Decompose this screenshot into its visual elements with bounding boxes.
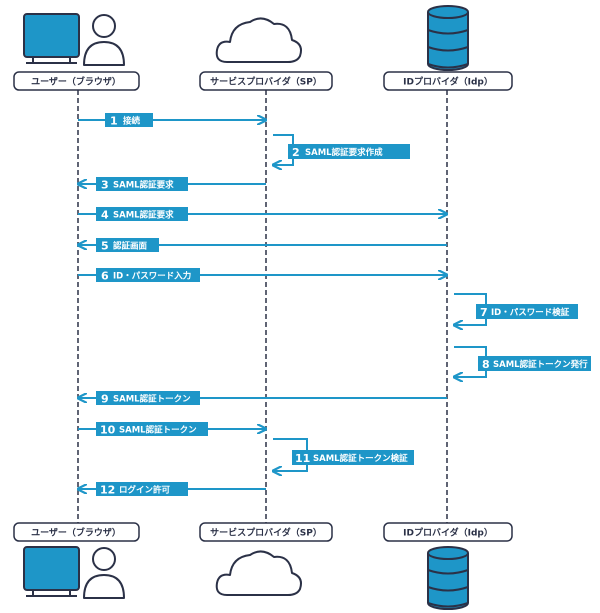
message-6: 6 ID・パスワード入力 [78, 268, 447, 283]
actor-box-user-bottom: ユーザー（ブラウザ） [13, 522, 140, 542]
database-icon-bottom [427, 546, 469, 610]
actor-label-user-bottom: ユーザー（ブラウザ） [31, 527, 121, 539]
message-number: 9 [101, 393, 109, 406]
message-label-box [96, 177, 188, 191]
user-with-monitor-icon [23, 13, 125, 66]
message-number: 10 [100, 424, 116, 437]
person-icon-bottom [83, 547, 125, 599]
message-label: SAML認証トークン検証 [313, 453, 408, 464]
message-2: 2 SAML認証要求作成 [273, 134, 410, 165]
message-number: 5 [101, 240, 109, 253]
person-icon [83, 14, 125, 66]
message-label-box [288, 144, 410, 159]
actor-label-user: ユーザー（ブラウザ） [31, 76, 121, 88]
actor-box-idp-bottom: IDプロバイダ（Idp） [383, 522, 513, 542]
message-5: 5 認証画面 [78, 238, 447, 253]
actor-box-sp-top: サービスプロバイダ（SP） [199, 71, 333, 91]
message-label: 認証画面 [113, 241, 148, 252]
database-icon [427, 5, 469, 71]
message-number: 8 [482, 358, 490, 371]
actor-box-sp-bottom: サービスプロバイダ（SP） [199, 522, 333, 542]
message-label-box [292, 450, 414, 465]
monitor-icon [23, 13, 80, 64]
actor-box-user-top: ユーザー（ブラウザ） [13, 71, 140, 91]
message-label: SAML認証トークン [119, 425, 197, 436]
message-label: ID・パスワード入力 [113, 271, 191, 282]
message-label-box [96, 482, 188, 496]
message-label-box [96, 207, 188, 221]
message-10: 10 SAML認証トークン [78, 422, 266, 437]
message-label: SAML認証トークン [113, 394, 191, 405]
message-number: 12 [100, 484, 115, 497]
message-1: 1 接続 [78, 113, 266, 128]
monitor-icon-bottom [23, 546, 80, 597]
message-12: 12 ログイン許可 [78, 482, 266, 497]
message-label-box [96, 238, 159, 252]
message-label: 接続 [123, 116, 141, 127]
message-number: 3 [101, 179, 109, 192]
message-number: 2 [292, 146, 300, 159]
message-label-box [96, 391, 200, 405]
message-11: 11 SAML認証トークン検証 [273, 438, 414, 471]
message-8: 8 SAML認証トークン発行 [454, 346, 591, 377]
message-number: 4 [101, 209, 109, 222]
message-4: 4 SAML認証要求 [78, 207, 447, 222]
cloud-icon-bottom [215, 550, 302, 596]
message-label: ログイン許可 [119, 485, 171, 496]
message-number: 1 [110, 115, 118, 128]
message-label-box [478, 356, 591, 371]
message-label-box [96, 268, 200, 282]
cloud-icon [215, 17, 302, 63]
user-with-monitor-icon-bottom [23, 546, 125, 599]
message-number: 7 [480, 306, 488, 319]
message-9: 9 SAML認証トークン [78, 391, 447, 406]
message-label: SAML認証要求 [113, 180, 174, 191]
message-label: SAML認証要求作成 [305, 147, 383, 158]
message-number: 11 [295, 452, 310, 465]
message-label-box [105, 113, 153, 127]
message-label: SAML認証トークン発行 [493, 359, 588, 370]
actor-box-idp-top: IDプロバイダ（Idp） [383, 71, 513, 91]
actor-label-sp-bottom: サービスプロバイダ（SP） [210, 527, 322, 539]
message-number: 6 [101, 270, 109, 283]
actor-label-idp-bottom: IDプロバイダ（Idp） [403, 527, 493, 539]
message-3: 3 SAML認証要求 [78, 177, 266, 192]
message-label: SAML認証要求 [113, 210, 174, 221]
actor-label-sp: サービスプロバイダ（SP） [210, 76, 322, 88]
actor-label-idp: IDプロバイダ（Idp） [403, 76, 493, 88]
message-7: 7 ID・パスワード検証 [454, 293, 578, 325]
message-label: ID・パスワード検証 [491, 307, 570, 318]
message-label-box [96, 422, 208, 436]
message-label-box [476, 304, 578, 319]
